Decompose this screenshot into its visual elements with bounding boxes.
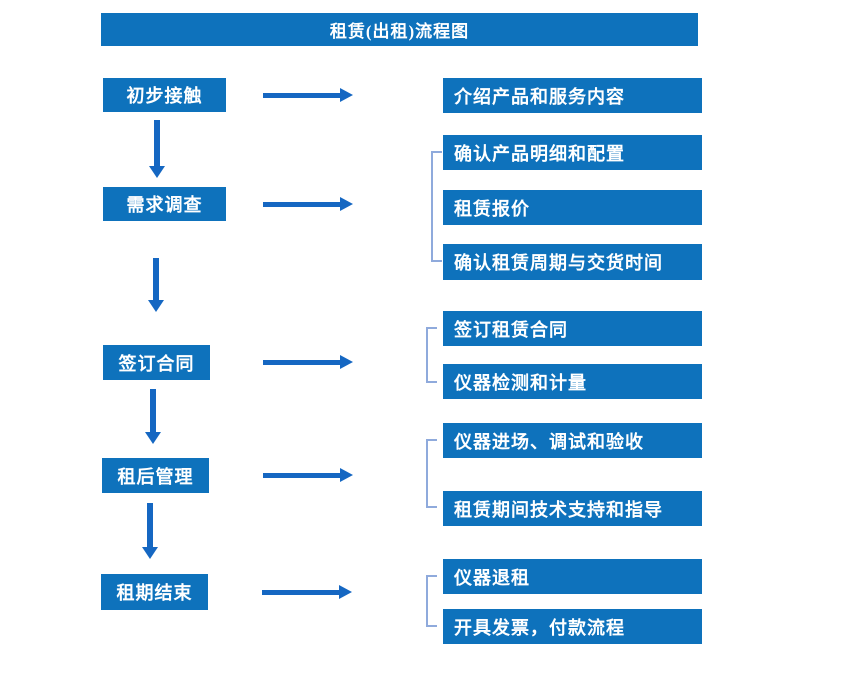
group-bracket xyxy=(426,575,437,627)
detail-box: 仪器检测和计量 xyxy=(443,364,702,399)
down-arrow-icon xyxy=(142,503,158,559)
step-box-sign-contract: 签订合同 xyxy=(103,345,210,380)
detail-box: 签订租赁合同 xyxy=(443,311,702,346)
detail-box: 仪器退租 xyxy=(443,559,702,594)
right-arrow-icon xyxy=(263,88,353,102)
down-arrow-icon xyxy=(145,389,161,444)
down-arrow-icon xyxy=(148,258,164,312)
step-box-rental-end: 租期结束 xyxy=(101,574,208,610)
right-arrow-icon xyxy=(263,355,353,369)
detail-box: 确认产品明细和配置 xyxy=(443,135,702,170)
step-box-demand-survey: 需求调查 xyxy=(103,187,226,221)
right-arrow-icon xyxy=(262,585,352,599)
group-bracket xyxy=(426,439,437,508)
right-arrow-icon xyxy=(263,468,353,482)
right-arrow-icon xyxy=(263,197,353,211)
detail-box: 租赁报价 xyxy=(443,190,702,225)
detail-box: 确认租赁周期与交货时间 xyxy=(443,244,702,280)
detail-box: 仪器进场、调试和验收 xyxy=(443,423,702,458)
group-bracket xyxy=(426,327,437,383)
detail-box: 介绍产品和服务内容 xyxy=(443,78,702,113)
detail-box: 开具发票，付款流程 xyxy=(443,609,702,644)
down-arrow-icon xyxy=(149,120,165,178)
detail-box: 租赁期间技术支持和指导 xyxy=(443,491,702,526)
step-box-post-rental-management: 租后管理 xyxy=(102,458,209,493)
flowchart-title: 租赁(出租)流程图 xyxy=(101,13,698,46)
step-box-initial-contact: 初步接触 xyxy=(103,78,226,112)
group-bracket xyxy=(431,151,442,262)
